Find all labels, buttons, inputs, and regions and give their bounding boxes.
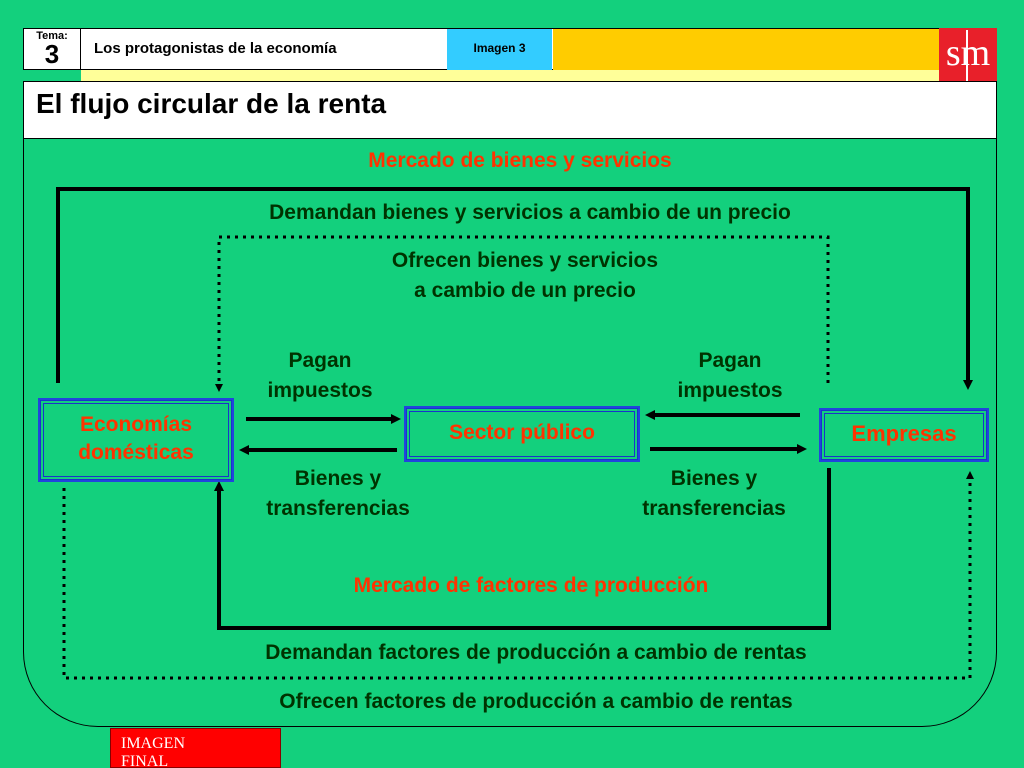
final-image-button[interactable]: IMAGEN FINAL [110, 728, 281, 768]
households-node: Economías domésticas [38, 398, 234, 482]
tema-label: Tema: [36, 30, 68, 42]
factors-market-label: Mercado de factores de producción [353, 574, 709, 597]
public-sector-node: Sector público [404, 406, 640, 462]
taxes-right-label: Pagan impuestos [677, 349, 783, 402]
diagram-frame [23, 139, 997, 727]
offer-factors-arrow [62, 471, 974, 680]
transfers-right-label: Bienes y transferencias [642, 467, 786, 520]
header-accent-bar [553, 29, 939, 70]
image-tag: Imagen 3 [447, 29, 552, 70]
demand-goods-label: Demandan bienes y servicios a cambio de … [269, 201, 791, 224]
tema-box: Tema: 3 [23, 28, 81, 70]
title-box [23, 81, 997, 139]
goods-market-label: Mercado de bienes y servicios [368, 149, 672, 172]
header-accent-strip [81, 70, 939, 81]
demand-factors-label: Demandan factores de producción a cambio… [265, 641, 807, 664]
offer-factors-label: Ofrecen factores de producción a cambio … [279, 690, 793, 713]
tema-number: 3 [44, 39, 60, 69]
transfers-left-label: Bienes y transferencias [266, 467, 410, 520]
demand-goods-arrow [56, 187, 973, 390]
firms-node: Empresas [819, 408, 989, 462]
offer-goods-arrow [215, 235, 830, 392]
logo-divider [966, 30, 968, 82]
subject-title: Los protagonistas de la economía [94, 40, 337, 57]
demand-factors-arrow [214, 468, 831, 630]
taxes-left-label: Pagan impuestos [267, 349, 373, 402]
page-title: El flujo circular de la renta [36, 88, 387, 119]
offer-goods-label: Ofrecen bienes y servicios a cambio de u… [391, 249, 659, 302]
